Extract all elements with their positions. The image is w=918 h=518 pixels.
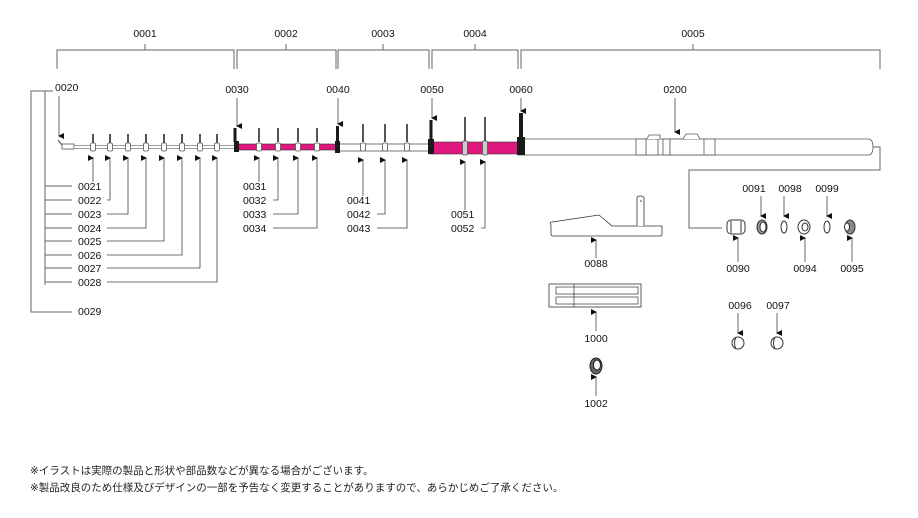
guide-0041 (360, 124, 366, 152)
section-label-0002: 0002 (274, 28, 298, 40)
part-label-0028: 0028 (78, 277, 102, 289)
part-label-0090: 0090 (726, 263, 750, 275)
part-label-0026: 0026 (78, 250, 102, 262)
section-brackets (56, 44, 881, 69)
tree-line-0029 (30, 90, 72, 313)
leader-0026 (107, 155, 183, 256)
part-0096 (731, 336, 745, 350)
part-0097 (770, 336, 784, 350)
rod-section-2 (235, 143, 337, 151)
part-0094 (797, 219, 811, 235)
leader-0023 (107, 155, 129, 215)
leader-0034 (273, 155, 318, 229)
part-label-0050: 0050 (420, 84, 444, 96)
part-label-0043: 0043 (347, 223, 371, 235)
part-0099 (823, 220, 831, 234)
section-label-0004: 0004 (463, 28, 487, 40)
part-label-0041: 0041 (347, 195, 371, 207)
disclaimer-notes: ※イラストは実際の製品と形状や部品数などが異なる場合がございます。 ※製品改良の… (30, 463, 563, 497)
part-label-0020: 0020 (55, 82, 79, 94)
guide-0042 (382, 124, 388, 152)
part-label-0099: 0099 (815, 183, 839, 195)
line-guides (90, 117, 488, 156)
butt-connector-line (688, 146, 881, 229)
leader-0028 (107, 155, 218, 283)
guide-0034 (314, 128, 320, 152)
guide-0052 (482, 117, 488, 156)
leader-0052 (480, 159, 486, 229)
leader-0042 (377, 157, 386, 215)
tree-line-0020 (44, 90, 53, 285)
part-label-0091: 0091 (742, 183, 766, 195)
guide-leaders (45, 155, 486, 283)
part-label-0033: 0033 (243, 209, 267, 221)
part-label-0040: 0040 (326, 84, 350, 96)
part-label-0060: 0060 (509, 84, 533, 96)
part-label-0023: 0023 (78, 209, 102, 221)
part-label-0027: 0027 (78, 263, 102, 275)
guide-0025 (161, 134, 167, 152)
part-label-0051: 0051 (451, 209, 475, 221)
part-label-0200: 0200 (663, 84, 687, 96)
part-label-1000: 1000 (584, 333, 608, 345)
leader-0043 (377, 157, 408, 229)
leader-0022 (105, 155, 111, 201)
part-label-0029: 0029 (78, 306, 102, 318)
part-label-0098: 0098 (778, 183, 802, 195)
part-label-0022: 0022 (78, 195, 102, 207)
accessory-1002 (589, 357, 603, 375)
part-label-0034: 0034 (243, 223, 267, 235)
leader-0027 (107, 155, 201, 269)
leader-0032 (273, 155, 279, 201)
part-label-0095: 0095 (840, 263, 864, 275)
part-label-0096: 0096 (728, 300, 752, 312)
note-2: ※製品改良のため仕様及びデザインの一部を予告なく変更することがありますので、あら… (30, 482, 564, 494)
section-label-0005: 0005 (681, 28, 705, 40)
guide-0021 (90, 134, 96, 152)
part-label-0052: 0052 (451, 223, 475, 235)
part-0098 (780, 220, 788, 234)
part-0090 (726, 219, 746, 235)
section-label-0001: 0001 (133, 28, 157, 40)
part-label-0031: 0031 (243, 181, 267, 193)
part-label-0030: 0030 (225, 84, 249, 96)
part-label-0021: 0021 (78, 181, 102, 193)
guide-0031 (256, 128, 262, 152)
butt-cap-parts (726, 219, 856, 350)
guide-0027 (197, 134, 203, 152)
part-0095 (844, 219, 856, 235)
part-label-0088: 0088 (584, 258, 608, 270)
note-1: ※イラストは実際の製品と形状や部品数などが異なる場合がございます。 (30, 465, 374, 477)
guide-0043 (404, 124, 410, 152)
guide-0023 (125, 134, 131, 152)
section-label-0003: 0003 (371, 28, 395, 40)
rod-section-1 (73, 145, 237, 149)
guide-0028 (214, 134, 220, 152)
guide-0024 (143, 134, 149, 152)
part-label-0097: 0097 (766, 300, 790, 312)
part-0091 (756, 219, 768, 235)
accessory-0088 (549, 195, 663, 237)
guide-0026 (179, 134, 185, 152)
leader-0024 (107, 155, 147, 229)
part-label-1002: 1002 (584, 398, 608, 410)
part-label-0042: 0042 (347, 209, 371, 221)
guide-0051 (462, 117, 468, 156)
accessory-1000 (548, 283, 642, 308)
leader-0033 (273, 155, 299, 215)
part-label-0032: 0032 (243, 195, 267, 207)
rod-section-4 (429, 141, 519, 155)
guide-0032 (275, 128, 281, 152)
part-label-0025: 0025 (78, 236, 102, 248)
part-label-0024: 0024 (78, 223, 102, 235)
part-label-0094: 0094 (793, 263, 817, 275)
guide-0033 (295, 128, 301, 152)
leader-0025 (107, 155, 165, 242)
guide-0022 (107, 134, 113, 152)
